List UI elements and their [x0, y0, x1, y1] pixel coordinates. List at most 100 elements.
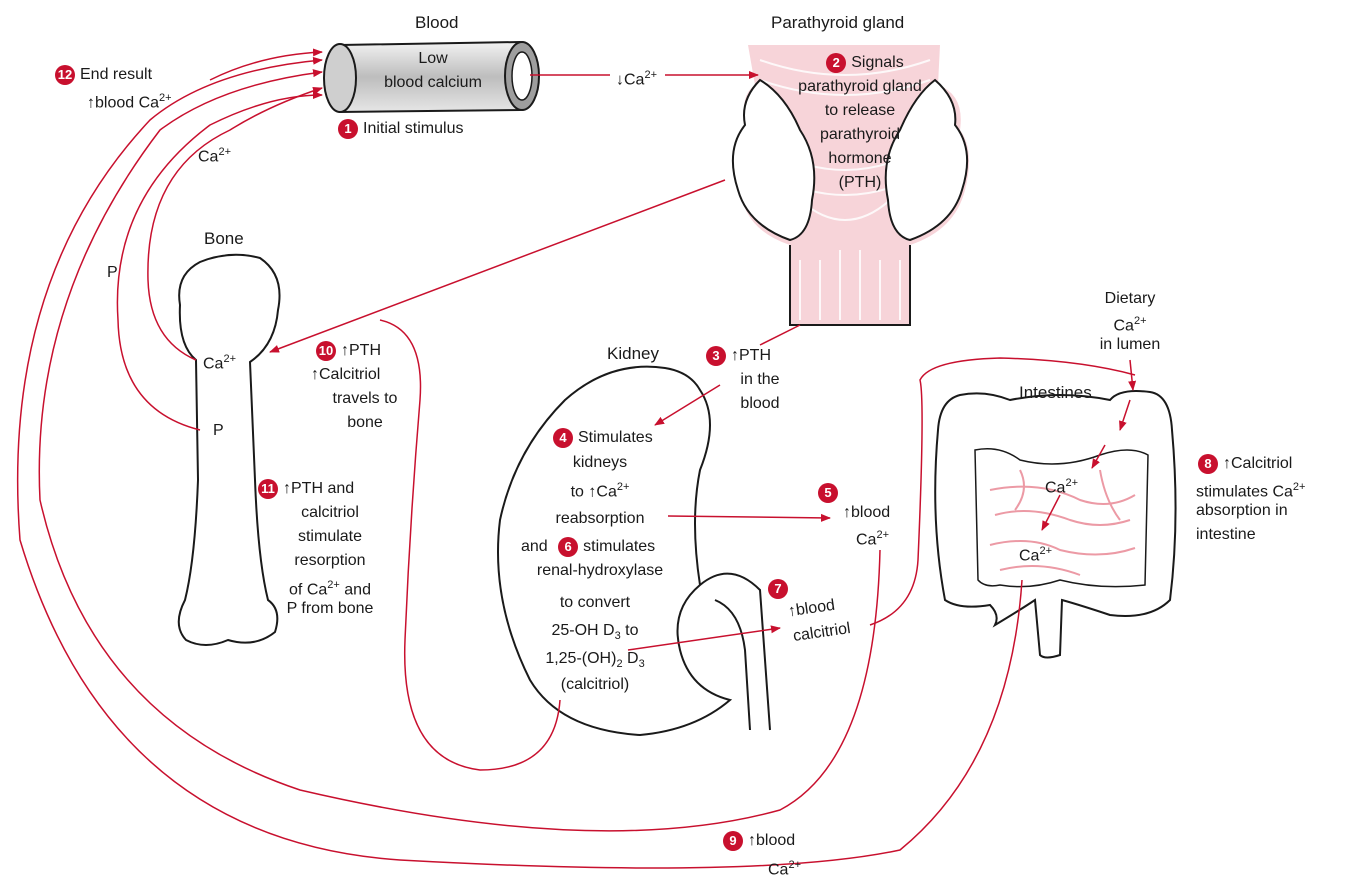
step-10-line-3: travels to — [332, 390, 398, 407]
step-6-sub-3: 3 — [638, 658, 645, 671]
step-8-line-2: stimulates Ca2+ — [1196, 476, 1305, 503]
bone-title: Bone — [204, 229, 244, 248]
step-7-badge-line: 7 — [768, 578, 793, 600]
step-2-line-3: to release — [824, 102, 896, 119]
intestine-ca-2-sup: 2+ — [1039, 545, 1052, 557]
kidney-title: Kidney — [607, 344, 659, 363]
blood-vessel-icon — [323, 40, 540, 114]
step-11-line-4: resorption — [294, 552, 366, 569]
step-3-badge: 3 — [706, 345, 726, 366]
step-6-line-5: 1,25-(OH)2 D3 — [510, 648, 680, 675]
step-10-line-1: 10 ↑PTH — [316, 340, 381, 362]
step-8-sup: 2+ — [1292, 481, 1306, 493]
step-12-text-2: ↑blood Ca — [87, 94, 160, 112]
ca-path-label: Ca2+ — [198, 141, 231, 168]
step-9-line-2: Ca2+ — [768, 854, 801, 881]
step-11-badge: 11 — [258, 478, 278, 499]
step-4-text-3: to ↑Ca — [570, 483, 617, 501]
step-6-text-5: 1,25-(OH) — [545, 650, 617, 667]
step-3-line-2: in the — [740, 371, 780, 388]
vessel-label-2: blood calcium — [384, 74, 482, 91]
step-6-text-4b: to — [620, 622, 639, 639]
step-10-badge: 10 — [316, 340, 336, 361]
intestine-ca-1: Ca2+ — [1045, 472, 1078, 499]
step-6-line-3: to convert — [559, 594, 631, 611]
step-4-line-3: to ↑Ca2+ — [530, 476, 670, 503]
step-3-text-1: ↑PTH — [731, 347, 771, 364]
parathyroid-gland-icon — [731, 45, 969, 326]
step-9-text-1: ↑blood — [748, 832, 796, 849]
p-path-label: P — [107, 264, 118, 281]
step-11-text-5b: and — [339, 581, 371, 599]
step-12-line-2: ↑blood Ca2+ — [87, 87, 172, 114]
step-4-badge: 4 — [553, 427, 573, 448]
step-2-badge: 2 — [826, 52, 847, 73]
low-ca-text: ↓Ca — [616, 71, 645, 89]
step-5-line-2: Ca2+ — [856, 524, 889, 551]
step-2-line-6: (PTH) — [838, 174, 882, 191]
step-3-line-3: blood — [740, 395, 780, 412]
step-8-line-3: absorption in — [1196, 502, 1288, 519]
bone-ca-sup: 2+ — [223, 353, 236, 365]
step-9-sup: 2+ — [788, 859, 801, 871]
step-9-text-2: Ca — [768, 861, 789, 879]
step-6-line-6: (calcitriol) — [560, 676, 630, 693]
intestine-ca-2-text: Ca — [1019, 547, 1040, 565]
step-11-line-6: P from bone — [286, 600, 374, 617]
step-4-line-1: 4 Stimulates — [553, 427, 653, 449]
blood-title: Blood — [415, 13, 459, 32]
step-6-line-2: renal-hydroxylase — [536, 562, 664, 579]
intestines-title: Intestines — [1019, 383, 1092, 402]
step-4-sup: 2+ — [616, 481, 630, 493]
intestines-icon — [934, 390, 1177, 659]
step-12-badge: 12 — [55, 64, 75, 85]
low-ca-sup: 2+ — [644, 69, 657, 81]
flow-arrows — [16, 48, 1137, 869]
step-11-line-1: 11 ↑PTH and — [258, 478, 354, 500]
step-6-text-4: 25-OH D — [551, 622, 615, 639]
step-6-pre: and — [521, 538, 548, 555]
bone-p-label: P — [213, 422, 224, 439]
step-10-text-1: ↑PTH — [341, 342, 381, 359]
step-11-line-2: calcitriol — [301, 504, 359, 521]
step-6-sub-2: 2 — [616, 658, 623, 671]
step-7-badge: 7 — [768, 578, 788, 599]
step-5-text-2: Ca — [856, 531, 877, 549]
step-11-text-1: ↑PTH and — [283, 480, 355, 497]
step-6-line-4: 25-OH D3 to — [510, 620, 680, 647]
parathyroid-title: Parathyroid gland — [771, 13, 905, 32]
dietary-line-3: in lumen — [1099, 336, 1161, 353]
step-6-badge: 6 — [558, 536, 579, 557]
step-6-text-1: stimulates — [583, 538, 656, 555]
step-8-text-1: ↑Calcitriol — [1223, 455, 1293, 472]
intestine-ca-2: Ca2+ — [1019, 540, 1052, 567]
step-5-badge: 5 — [818, 482, 838, 503]
step-4-text-1: Stimulates — [578, 429, 653, 446]
step-8-line-1: 8↑Calcitriol — [1198, 453, 1292, 475]
step-1-text: Initial stimulus — [363, 120, 464, 137]
step-9-badge: 9 — [723, 830, 743, 851]
dietary-text-2: Ca — [1113, 317, 1134, 335]
step-5-sup: 2+ — [876, 529, 889, 541]
kidney-icon — [497, 365, 771, 737]
step-11-line-5: of Ca2+ and — [265, 574, 395, 601]
step-10-line-2: ↑Calcitriol — [311, 366, 381, 383]
step-4-line-2: kidneys — [572, 454, 628, 471]
vessel-label-1: Low — [418, 50, 448, 67]
step-2-line-2: parathyroid gland — [798, 78, 922, 95]
low-ca-label: ↓Ca2+ — [616, 64, 657, 91]
step-10-line-4: bone — [347, 414, 383, 431]
intestine-ca-1-text: Ca — [1045, 479, 1066, 497]
step-5-badge-line: 5 — [818, 482, 843, 504]
step-2-line-4: parathyroid — [819, 126, 901, 143]
dietary-line-2: Ca2+ — [1070, 310, 1190, 337]
step-11-text-5: of Ca — [289, 581, 328, 599]
step-2-text-1: Signals — [851, 54, 904, 71]
bone-ca-label: Ca2+ — [203, 348, 236, 375]
